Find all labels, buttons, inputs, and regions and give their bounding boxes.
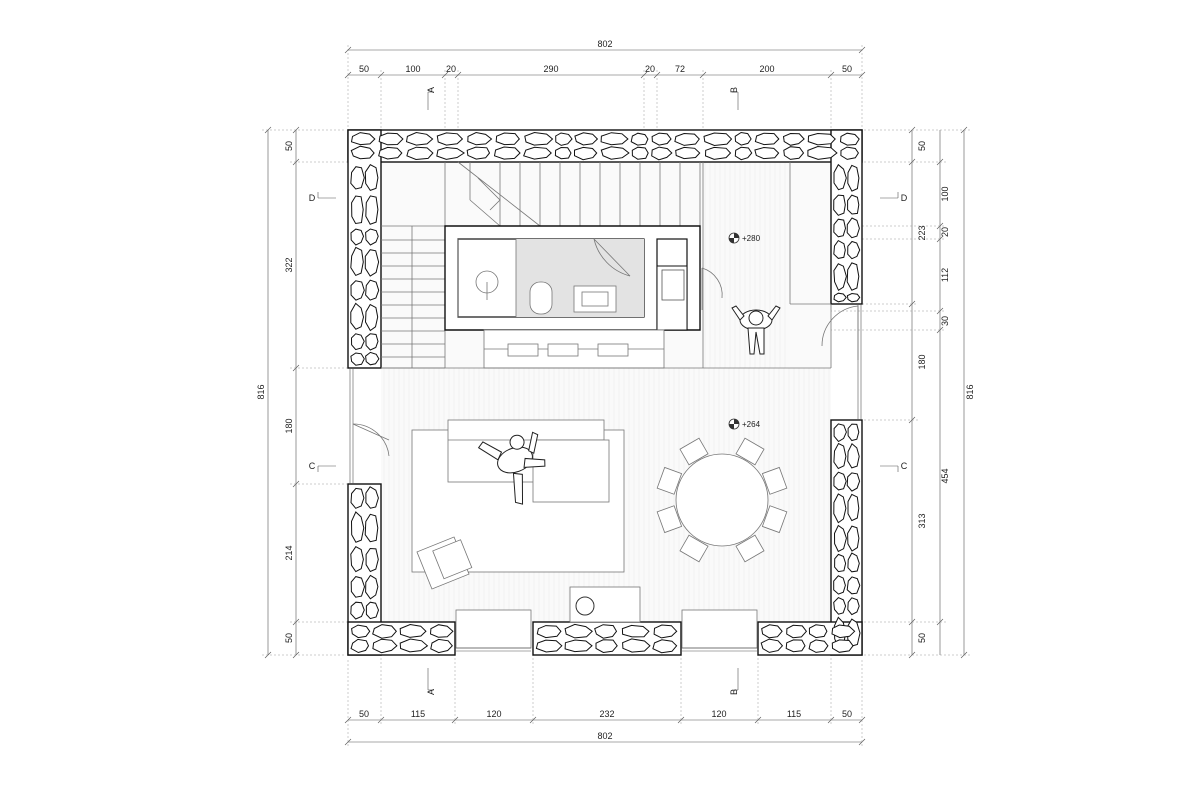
section-marker-bottom-b: B	[729, 689, 739, 695]
bottom-dim-6: 115	[787, 709, 801, 719]
section-marker-top-a: A	[426, 87, 436, 93]
right-inner-dim-5: 454	[940, 468, 950, 483]
right-inner-dim-3: 112	[940, 268, 950, 282]
section-marker-left-c: C	[309, 461, 316, 471]
top-dim-5: 20	[645, 64, 655, 74]
right-dimensions: 50 223 180 313 50 100 20 112 30 454 816	[917, 141, 975, 643]
right-outer-dim-4: 313	[917, 513, 927, 528]
bottom-dim-2: 115	[411, 709, 425, 719]
left-dim-4: 214	[284, 545, 294, 560]
bottom-total-dim: 802	[597, 731, 612, 741]
level-marker-lower: +264	[728, 418, 761, 430]
stone-walls	[347, 129, 863, 656]
top-dim-4: 290	[543, 64, 558, 74]
bottom-dim-3: 120	[486, 709, 501, 719]
right-inner-dim-2: 20	[940, 227, 950, 237]
level-marker-upper: +280	[728, 232, 761, 244]
bottom-dim-5: 120	[711, 709, 726, 719]
top-dim-8: 50	[842, 64, 852, 74]
bottom-dimensions: 50 115 120 232 120 115 50 802	[359, 709, 852, 741]
dining-table	[675, 453, 769, 547]
bottom-dim-4: 232	[599, 709, 614, 719]
top-dim-7: 200	[759, 64, 774, 74]
bottom-dim-7: 50	[842, 709, 852, 719]
left-dim-2: 322	[284, 257, 294, 272]
top-dim-6: 72	[675, 64, 685, 74]
left-dimensions: 816 50 322 180 214 50	[256, 141, 294, 643]
section-marker-right-d: D	[901, 193, 908, 203]
kitchen-bench	[483, 329, 665, 369]
person-icons	[477, 305, 781, 505]
right-inner-dim-4: 30	[940, 316, 950, 326]
staircase	[381, 161, 701, 369]
section-marker-top-b: B	[729, 87, 739, 93]
right-total-dim: 816	[965, 384, 975, 399]
top-dim-2: 100	[405, 64, 420, 74]
section-marker-left-d: D	[309, 193, 316, 203]
right-outer-dim-2: 223	[917, 225, 927, 240]
bottom-dim-1: 50	[359, 709, 369, 719]
ottoman	[532, 439, 610, 503]
top-dim-3: 20	[446, 64, 456, 74]
section-markers: A B A B D C D C	[309, 87, 908, 695]
bathroom-core	[444, 225, 723, 331]
section-marker-bottom-a: A	[426, 689, 436, 695]
right-outer-dim-5: 50	[917, 633, 927, 643]
left-dim-3: 180	[284, 418, 294, 433]
left-total-dim: 816	[256, 384, 266, 399]
right-outer-dim-1: 50	[917, 141, 927, 151]
top-dim-1: 50	[359, 64, 369, 74]
top-dimensions: 802 50 100 20 290 20 72 200 50	[359, 39, 852, 74]
level-label-upper: +280	[742, 234, 761, 243]
level-label-lower: +264	[742, 420, 761, 429]
room-divisions	[381, 162, 832, 369]
openings	[349, 304, 862, 652]
right-outer-dim-3: 180	[917, 354, 927, 369]
top-total-dim: 802	[597, 39, 612, 49]
dimension-lines	[262, 45, 970, 747]
right-inner-dim-1: 100	[940, 186, 950, 201]
section-marker-right-c: C	[901, 461, 908, 471]
left-dim-5: 50	[284, 633, 294, 643]
left-dim-1: 50	[284, 141, 294, 151]
level-markers: +280 +264	[728, 232, 761, 430]
